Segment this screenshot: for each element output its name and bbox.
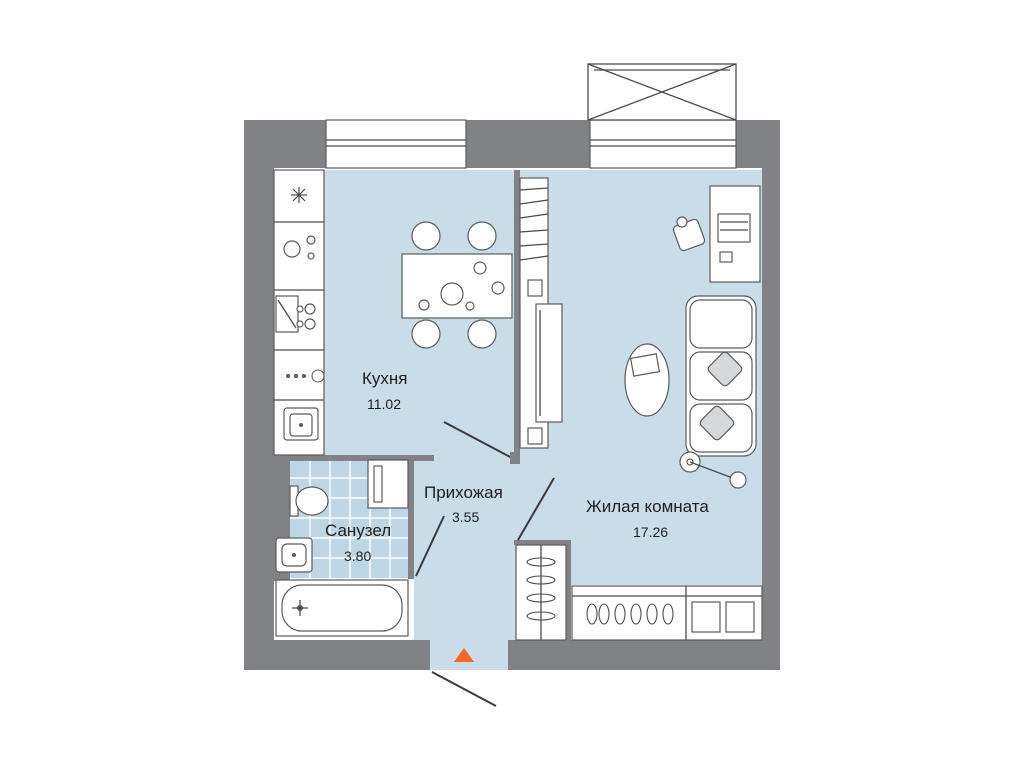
living-name: Жилая комната [586,497,709,516]
kitchen-area: 11.02 [367,396,401,412]
balcony-window [589,119,737,169]
snowflake-icon [291,187,307,203]
stove-icon [275,295,316,333]
kitchen-counter [273,169,325,456]
bathroom-name: Санузел [325,521,391,540]
bathtub-icon [275,579,409,637]
coffee-table [624,343,670,417]
toilet-icon [289,485,329,517]
washing-machine [367,459,409,509]
windows [325,63,737,169]
hallway-floor [414,455,516,670]
kitchen-window [325,119,467,169]
sofa [685,295,757,457]
kitchen-sink-icon [283,407,319,441]
kitchen-name: Кухня [362,369,408,388]
doors [415,421,555,707]
coffee-machine-icon [283,235,316,260]
desk [672,185,761,283]
utensils-icon [286,369,325,383]
hallway-name: Прихожая [424,483,503,502]
hallway-wardrobe [515,544,567,641]
walls [244,120,780,670]
bathroom-area: 3.80 [344,548,371,564]
living-area: 17.26 [633,524,668,540]
bathroom-sink-icon [275,537,313,573]
dining-table [401,221,513,349]
floor-lamp [679,451,747,489]
office-chair-icon [672,216,706,252]
bedroom-wardrobe [571,585,763,641]
hallway-area: 3.55 [452,509,479,525]
entrance-triangle-icon [454,648,474,662]
shelving-unit [519,177,563,449]
